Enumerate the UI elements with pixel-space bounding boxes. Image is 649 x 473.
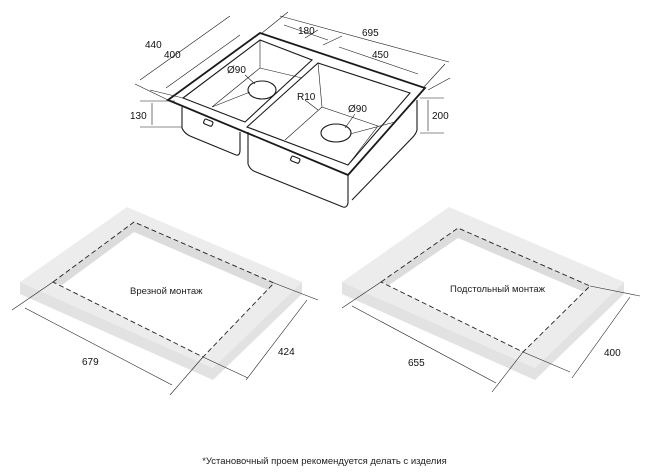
undermount-slab: [341, 207, 641, 393]
small-bowl-creases: [211, 40, 303, 108]
drain-large: [320, 123, 352, 143]
sink-dimension-lines: [134, 11, 451, 134]
large-bowl-opening: [245, 62, 411, 166]
dim-small-bowl-width: 180: [298, 26, 315, 37]
sink-rim: [166, 31, 427, 177]
small-bowl-opening: [181, 39, 314, 123]
drain-small: [247, 80, 277, 100]
sink-drawing: [166, 31, 427, 208]
dim-depth-inner: 400: [164, 50, 181, 61]
dim-corner-radius: R10: [297, 92, 316, 103]
dim-depth-outer: 440: [145, 40, 162, 51]
large-bowl-creases: [284, 62, 396, 166]
footnote: *Установочный проем рекомендуется делать…: [202, 456, 447, 467]
flush-mount-width: 679: [82, 357, 99, 368]
undermount-width: 655: [408, 358, 425, 369]
dim-drain-small: Ø90: [227, 65, 246, 76]
small-bowl-body: [181, 107, 241, 156]
flush-mount-label: Врезной монтаж: [130, 286, 203, 297]
dim-total-width: 695: [362, 28, 379, 39]
undermount-label: Подстольный монтаж: [450, 284, 546, 295]
overflow-large: [290, 155, 301, 164]
dim-small-bowl-depth: 130: [130, 111, 147, 122]
overflow-small: [203, 118, 214, 127]
large-bowl-body: [247, 100, 418, 208]
undermount-depth: 400: [604, 348, 621, 359]
dim-drain-large: Ø90: [348, 104, 367, 115]
dim-large-bowl-width: 450: [372, 50, 389, 61]
flush-mount-slab: [11, 207, 319, 396]
dim-large-bowl-depth: 200: [432, 111, 449, 122]
flush-mount-depth: 424: [278, 347, 295, 358]
